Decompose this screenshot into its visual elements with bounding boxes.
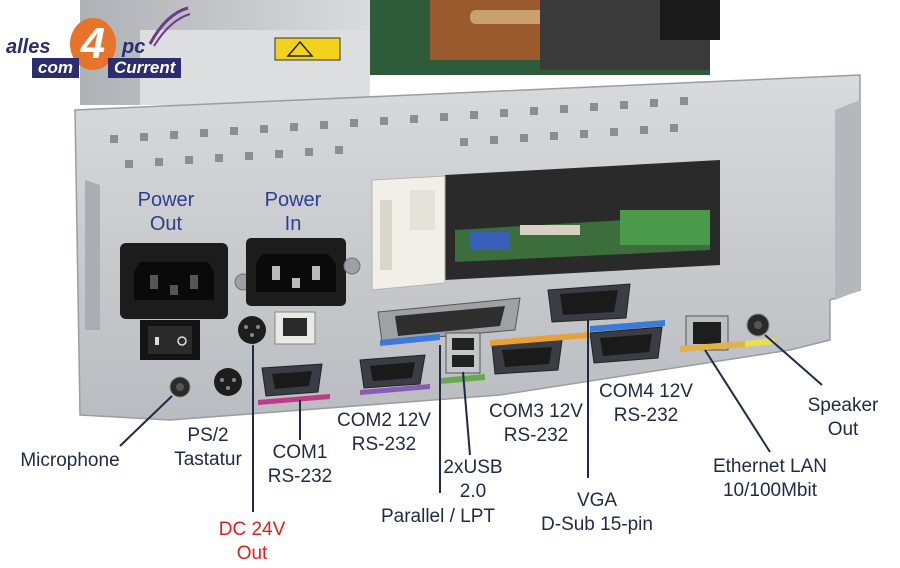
label-power-in: Power In: [248, 188, 338, 236]
com1-port: [261, 363, 323, 397]
label-usb: 2xUSB 2.0: [430, 456, 516, 504]
label-com2: COM2 12V RS-232: [322, 409, 446, 457]
label-vga: VGA D-Sub 15-pin: [524, 489, 670, 537]
label-speaker: Speaker Out: [790, 394, 896, 442]
label-com1-line1: COM1: [272, 442, 328, 463]
label-com4: COM4 12V RS-232: [584, 380, 708, 428]
mic-jack: [169, 376, 191, 398]
rj-port: [274, 311, 316, 345]
label-vga-line2: D-Sub 15-pin: [541, 514, 653, 535]
label-dc24v-line1: DC 24V: [218, 519, 286, 540]
label-com3-line1: COM3 12V: [489, 401, 583, 422]
label-usb-line2: 2.0: [459, 481, 487, 502]
label-ps2-line1: PS/2: [187, 425, 229, 446]
usb-ports: [445, 332, 481, 374]
label-ethernet-line1: Ethernet LAN: [712, 456, 828, 477]
label-ethernet: Ethernet LAN 10/100Mbit: [692, 455, 848, 503]
power-switch: [140, 320, 200, 360]
vga-port: [547, 283, 631, 323]
label-sticker: [371, 175, 446, 291]
label-dc24v-line2: Out: [236, 543, 268, 564]
label-com4-line1: COM4 12V: [599, 381, 693, 402]
logo-swoosh: [148, 6, 191, 47]
pointer-lines: [119, 320, 823, 512]
label-com1: COM1 RS-232: [254, 441, 346, 489]
label-power-in-line2: In: [284, 213, 302, 235]
label-com2-line2: RS-232: [351, 434, 417, 455]
label-ps2: PS/2 Tastatur: [160, 424, 256, 472]
power-in-socket: [246, 238, 361, 306]
label-power-in-line1: Power: [264, 189, 322, 211]
label-com3: COM3 12V RS-232: [474, 400, 598, 448]
logo-word-alles: alles: [6, 36, 51, 58]
label-com1-line2: RS-232: [267, 466, 333, 487]
brand-logo: alles 4 pc com Current: [6, 4, 196, 80]
label-speaker-line1: Speaker: [807, 395, 879, 416]
label-ethernet-line2: 10/100Mbit: [722, 480, 817, 501]
psu-top: [80, 0, 370, 105]
label-ps2-line2: Tastatur: [174, 449, 242, 470]
mini-din-port: [238, 316, 266, 344]
label-power-out-line2: Out: [149, 213, 183, 235]
port-color-stripes: [258, 320, 775, 405]
label-com3-line2: RS-232: [503, 425, 569, 446]
parallel-port: [377, 297, 521, 343]
speaker-jack: [746, 313, 770, 337]
com3-port: [491, 339, 563, 375]
com2-port: [359, 354, 426, 389]
logo-word-pc: pc: [122, 36, 146, 58]
label-microphone: Microphone: [20, 450, 120, 471]
label-power-out: Power Out: [118, 188, 214, 236]
label-parallel: Parallel / LPT: [380, 506, 496, 527]
motherboard-internals: [370, 0, 720, 75]
label-com2-line1: COM2 12V: [337, 410, 431, 431]
ps2-keyboard-port: [214, 368, 242, 396]
label-speaker-line2: Out: [827, 419, 859, 440]
label-com4-line2: RS-232: [613, 405, 679, 426]
vent-holes: [110, 97, 688, 168]
expansion-slot: [445, 160, 720, 280]
logo-word-current: Current: [108, 58, 182, 78]
com4-port: [589, 326, 663, 364]
logo-word-com: com: [32, 58, 79, 78]
label-dc24v: DC 24V Out: [200, 518, 304, 566]
power-out-socket: [120, 243, 252, 319]
label-power-out-line1: Power: [137, 189, 195, 211]
label-usb-line1: 2xUSB: [443, 457, 503, 478]
label-vga-line1: VGA: [576, 490, 618, 511]
